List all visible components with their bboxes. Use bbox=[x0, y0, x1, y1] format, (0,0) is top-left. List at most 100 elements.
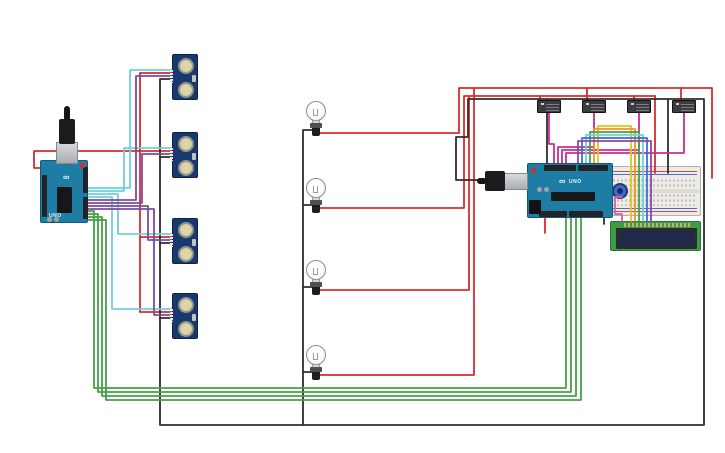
usb-plug-metal bbox=[504, 173, 528, 190]
relay-indicator bbox=[586, 103, 589, 105]
arduino-uno-right[interactable]: ∞ UNO bbox=[527, 163, 613, 218]
power-rail-negative bbox=[612, 174, 697, 175]
wire-cyan-trig3[interactable] bbox=[87, 193, 173, 235]
breadboard-groove bbox=[609, 190, 700, 193]
bulb-socket bbox=[312, 287, 320, 295]
transducer bbox=[178, 222, 194, 238]
wire-pink-pot[interactable] bbox=[614, 196, 623, 222]
bulb-filament bbox=[313, 353, 318, 360]
bulb-socket bbox=[312, 128, 320, 136]
header-pins bbox=[544, 165, 576, 171]
usb-plug[interactable] bbox=[485, 171, 505, 191]
header-pins bbox=[83, 167, 88, 193]
crystal bbox=[192, 75, 196, 82]
capacitor bbox=[54, 217, 59, 222]
wire-magenta-relay1[interactable] bbox=[548, 110, 555, 164]
wire-purple-echo4[interactable] bbox=[87, 208, 173, 316]
wire-red-bulb1[interactable] bbox=[317, 87, 682, 134]
light-bulb-3[interactable] bbox=[304, 260, 328, 298]
reset-button[interactable] bbox=[80, 163, 85, 168]
wire-cyan-trig4[interactable] bbox=[87, 196, 173, 310]
transducer bbox=[178, 160, 194, 176]
microcontroller-chip bbox=[551, 192, 595, 201]
relay-module-3[interactable] bbox=[627, 100, 651, 113]
sensor-pins bbox=[170, 148, 173, 161]
transducer bbox=[178, 82, 194, 98]
ultrasonic-sensor-4[interactable] bbox=[170, 293, 198, 339]
relay-module-4[interactable] bbox=[672, 100, 696, 113]
lcd-pin-header bbox=[624, 223, 690, 227]
wire-magenta-relay4[interactable] bbox=[565, 110, 685, 164]
wire-purple-echo3[interactable] bbox=[87, 205, 173, 241]
wire-blue-lcd[interactable] bbox=[581, 137, 648, 222]
power-rail-positive bbox=[612, 211, 697, 212]
header-pins bbox=[539, 211, 567, 217]
relay-silkscreen bbox=[591, 104, 604, 111]
wire-black-sensor-bus[interactable] bbox=[159, 78, 304, 426]
relay-indicator bbox=[631, 103, 634, 105]
wire-cyan-trig1[interactable] bbox=[87, 69, 173, 189]
wire-green-3[interactable] bbox=[87, 216, 577, 397]
wire-red-bulb2[interactable] bbox=[317, 95, 656, 209]
wire-red-top-right[interactable] bbox=[680, 87, 713, 179]
bulb-collar bbox=[310, 200, 322, 205]
light-bulb-1[interactable] bbox=[304, 101, 328, 139]
crystal bbox=[192, 239, 196, 246]
wire-red-bulb4[interactable] bbox=[317, 87, 475, 376]
header-pins bbox=[569, 211, 603, 217]
power-rail-negative bbox=[612, 208, 697, 209]
bulb-filament bbox=[313, 268, 318, 275]
wire-green-2[interactable] bbox=[87, 213, 572, 393]
wire-cyan-lcd[interactable] bbox=[585, 134, 644, 222]
relay-module-1[interactable] bbox=[537, 100, 561, 113]
capacitor bbox=[47, 217, 52, 222]
bulb-filament bbox=[313, 109, 318, 116]
lcd-bezel bbox=[616, 228, 697, 249]
usb-cable[interactable] bbox=[64, 106, 70, 121]
bulb-collar bbox=[310, 123, 322, 128]
relay-indicator bbox=[676, 103, 679, 105]
relay-silkscreen bbox=[636, 104, 649, 111]
usb-plug-metal bbox=[56, 142, 78, 164]
wire-purple-echo1[interactable] bbox=[87, 75, 173, 201]
lcd-display[interactable] bbox=[610, 221, 701, 251]
board-label: UNO bbox=[569, 179, 582, 185]
wire-black-ground-loop[interactable] bbox=[302, 98, 705, 426]
wire-yellow-lcd[interactable] bbox=[597, 125, 632, 222]
capacitor bbox=[544, 187, 549, 192]
wire-cyan-trig2[interactable] bbox=[87, 147, 173, 192]
wire-magenta-relay2[interactable] bbox=[557, 110, 595, 164]
wire-red-bulb3[interactable] bbox=[317, 95, 470, 291]
wire-orange-lcd[interactable] bbox=[593, 128, 636, 222]
header-pins bbox=[578, 165, 608, 171]
wire-green-4[interactable] bbox=[87, 216, 582, 401]
potentiometer[interactable] bbox=[612, 183, 628, 199]
reset-button[interactable] bbox=[531, 168, 536, 173]
header-pins bbox=[42, 175, 47, 217]
usb-plug[interactable] bbox=[59, 119, 75, 144]
ultrasonic-sensor-1[interactable] bbox=[170, 54, 198, 100]
wire-violet-lcd[interactable] bbox=[577, 140, 652, 222]
light-bulb-2[interactable] bbox=[304, 178, 328, 216]
arduino-uno-left[interactable]: ∞ UNO bbox=[40, 160, 88, 223]
bulb-collar bbox=[310, 367, 322, 372]
lcd-screen bbox=[620, 231, 693, 246]
relay-indicator bbox=[541, 103, 544, 105]
wire-green-1[interactable] bbox=[87, 210, 567, 389]
wire-purple-echo2[interactable] bbox=[87, 153, 173, 204]
wire-red-5v-left-arduino[interactable] bbox=[33, 150, 173, 169]
crystal bbox=[192, 314, 196, 321]
wire-green-lcd[interactable] bbox=[589, 131, 640, 222]
bulb-socket bbox=[312, 372, 320, 380]
wire-magenta-relay3[interactable] bbox=[561, 110, 640, 164]
transducer bbox=[178, 58, 194, 74]
ultrasonic-sensor-3[interactable] bbox=[170, 218, 198, 264]
transducer bbox=[178, 297, 194, 313]
usb-cable[interactable] bbox=[477, 178, 487, 184]
relay-module-2[interactable] bbox=[582, 100, 606, 113]
light-bulb-4[interactable] bbox=[304, 345, 328, 383]
ultrasonic-sensor-2[interactable] bbox=[170, 132, 198, 178]
header-pins bbox=[83, 197, 88, 219]
